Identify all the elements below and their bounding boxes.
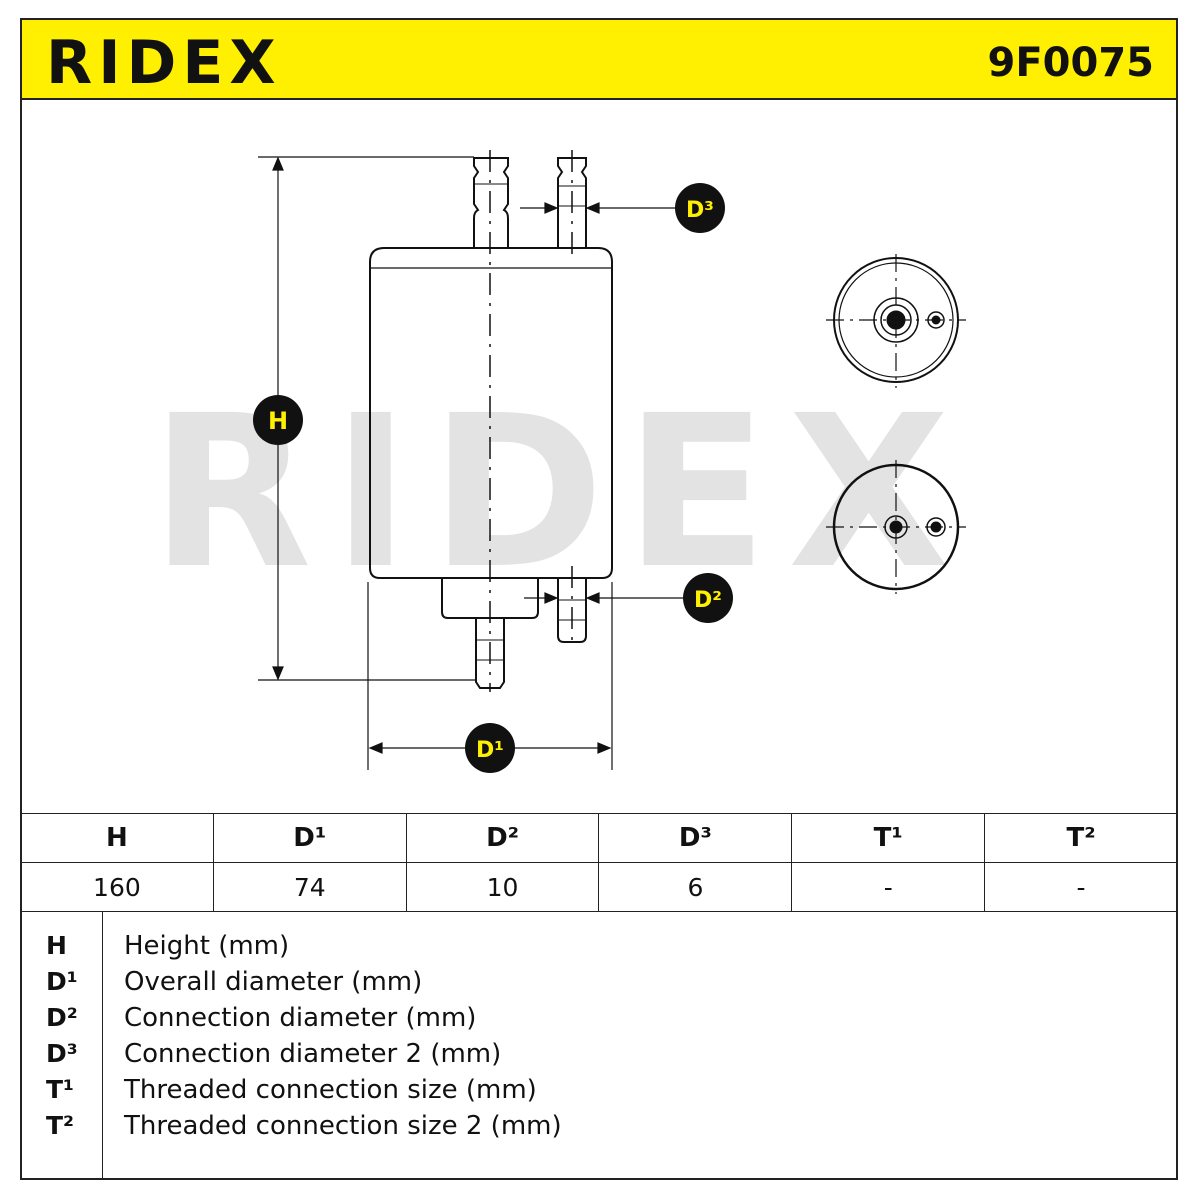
- spec-header-h: H: [20, 813, 214, 863]
- legend-key: D¹: [46, 967, 78, 996]
- callout-d3: D³: [675, 183, 725, 233]
- legend: H Height (mm) D¹ Overall diameter (mm) D…: [20, 911, 1178, 1180]
- callout-h-label: H: [268, 407, 288, 435]
- spec-table: H D¹ D² D³ T¹ T² 160 74 10 6 - -: [20, 813, 1178, 912]
- legend-item: D³ Connection diameter 2 (mm): [20, 1039, 1178, 1075]
- legend-item: T² Threaded connection size 2 (mm): [20, 1111, 1178, 1147]
- bottom-right-nipple: [557, 578, 587, 643]
- spec-value-t2: -: [984, 862, 1178, 912]
- spec-value-t1: -: [791, 862, 986, 912]
- legend-divider: [102, 911, 103, 1180]
- legend-item: H Height (mm): [20, 931, 1178, 967]
- spec-header-d2: D²: [405, 813, 600, 863]
- legend-desc: Threaded connection size 2 (mm): [124, 1111, 562, 1141]
- legend-key: D²: [46, 1003, 78, 1032]
- spec-table-header-row: H D¹ D² D³ T¹ T²: [20, 813, 1178, 863]
- spec-header-t1: T¹: [791, 813, 986, 863]
- callout-d2-label: D²: [694, 588, 722, 613]
- spec-value-d1: 74: [212, 862, 407, 912]
- spec-header-d3: D³: [598, 813, 793, 863]
- legend-item: D¹ Overall diameter (mm): [20, 967, 1178, 1003]
- spec-value-d3: 6: [598, 862, 793, 912]
- legend-desc: Height (mm): [124, 931, 290, 961]
- legend-desc: Connection diameter (mm): [124, 1003, 477, 1033]
- legend-key: D³: [46, 1039, 78, 1068]
- legend-item: T¹ Threaded connection size (mm): [20, 1075, 1178, 1111]
- part-number: 9F0075: [987, 40, 1154, 86]
- callout-d1-label: D¹: [476, 738, 504, 763]
- top-view: [826, 254, 966, 388]
- legend-key: H: [46, 931, 67, 960]
- legend-desc: Connection diameter 2 (mm): [124, 1039, 502, 1069]
- spec-header-d1: D¹: [212, 813, 407, 863]
- callout-d3-label: D³: [686, 198, 714, 223]
- brand-logo: RIDEX: [46, 28, 282, 98]
- spec-value-h: 160: [20, 862, 214, 912]
- spec-value-d2: 10: [405, 862, 600, 912]
- technical-drawing: RIDEX: [150, 150, 966, 773]
- bottom-view: [826, 460, 966, 594]
- legend-desc: Threaded connection size (mm): [124, 1075, 537, 1105]
- callout-d1: D¹: [465, 723, 515, 773]
- header-bar: RIDEX 9F0075: [20, 18, 1178, 100]
- spec-table-value-row: 160 74 10 6 - -: [20, 862, 1178, 912]
- legend-key: T¹: [46, 1075, 75, 1104]
- top-nipple-left: [473, 157, 509, 248]
- callout-h: H: [253, 395, 303, 445]
- filter-body: [369, 247, 613, 579]
- spec-header-t2: T²: [984, 813, 1178, 863]
- legend-key: T²: [46, 1111, 75, 1140]
- legend-item: D² Connection diameter (mm): [20, 1003, 1178, 1039]
- callout-d2: D²: [683, 573, 733, 623]
- legend-desc: Overall diameter (mm): [124, 967, 423, 997]
